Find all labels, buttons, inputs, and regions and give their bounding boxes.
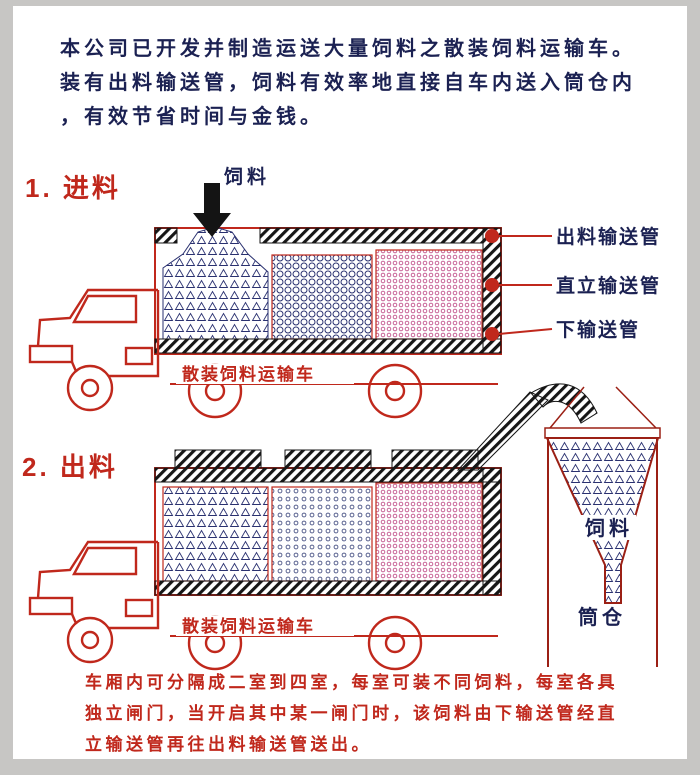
hatch-lid-1 xyxy=(174,449,262,469)
footer-line: 车厢内可分隔成二室到四室，每室可装不同饲料，每室各具 xyxy=(85,673,618,692)
intro-paragraph: 本公司已开发并制造运送大量饲料之散装饲料运输车。 装有出料输送管，饲料有效率地直… xyxy=(60,32,675,134)
silo-cable-right xyxy=(615,386,657,429)
intro-line: ，有效节省时间与金钱。 xyxy=(60,106,324,128)
feed-inflow-label: 饲料 xyxy=(224,167,271,188)
intake-diagram: 散装饲料运输车 出料输送管 直立输送管 下输送管 xyxy=(28,183,661,419)
compartment-middle xyxy=(271,486,373,582)
footer-line: 独立闸门，当开启其中某一闸门时，该饲料由下输送管经直 xyxy=(85,704,618,723)
silo-feed-label-bg xyxy=(580,515,636,540)
section1-heading: 1. 进料 xyxy=(25,173,121,203)
truck-name-label: 散装饲料运输车 xyxy=(182,616,315,636)
pipe-dots xyxy=(485,229,499,341)
silo-label-bg xyxy=(572,605,640,629)
footer-line: 立输送管再往出料输送管送出。 xyxy=(85,735,372,754)
lower-pipe xyxy=(154,580,502,596)
compartment-middle xyxy=(271,254,373,340)
label-vertical-pipe: 直立输送管 xyxy=(556,274,661,297)
hatch-lid-2 xyxy=(284,449,372,469)
footer-paragraph: 车厢内可分隔成二室到四室，每室可装不同饲料，每室各具 独立闸门，当开启其中某一闸… xyxy=(85,667,670,760)
silo-cable-left xyxy=(549,386,585,429)
discharge-elbow xyxy=(530,383,598,424)
leader-lines xyxy=(498,235,553,335)
intro-line: 本公司已开发并制造运送大量饲料之散装饲料运输车。 xyxy=(60,38,636,60)
truck-cab xyxy=(28,288,160,412)
truck-name-label: 散装饲料运输车 xyxy=(182,364,315,384)
intro-line: 装有出料输送管，饲料有效率地直接自车内送入筒仓内 xyxy=(60,72,636,94)
top-rail xyxy=(154,467,502,483)
top-rail-left xyxy=(154,227,178,244)
vertical-pipe xyxy=(482,467,502,596)
truck-label-bg xyxy=(176,616,354,636)
compartment-rear xyxy=(375,249,483,340)
feed-arrow-icon xyxy=(193,183,231,237)
compartment-rear xyxy=(375,482,483,582)
silo-label: 筒仓 xyxy=(578,605,626,629)
compartment-front xyxy=(162,486,269,582)
discharge-diagram: 饲料 筒仓 散装饲料运输车 xyxy=(28,383,661,671)
compartment-feed-heap xyxy=(162,226,269,340)
truck-cab xyxy=(28,540,160,664)
label-lower-pipe: 下输送管 xyxy=(556,318,640,341)
section2-heading: 2. 出料 xyxy=(22,452,118,482)
lower-pipe xyxy=(154,338,502,354)
discharge-top-pipe xyxy=(259,227,484,244)
truck-label-bg xyxy=(176,364,354,384)
label-discharge-pipe: 出料输送管 xyxy=(556,225,661,248)
silo-rim xyxy=(544,427,661,439)
diagonal-discharge-pipe xyxy=(456,391,549,471)
silo-feed-label: 饲料 xyxy=(584,517,633,540)
